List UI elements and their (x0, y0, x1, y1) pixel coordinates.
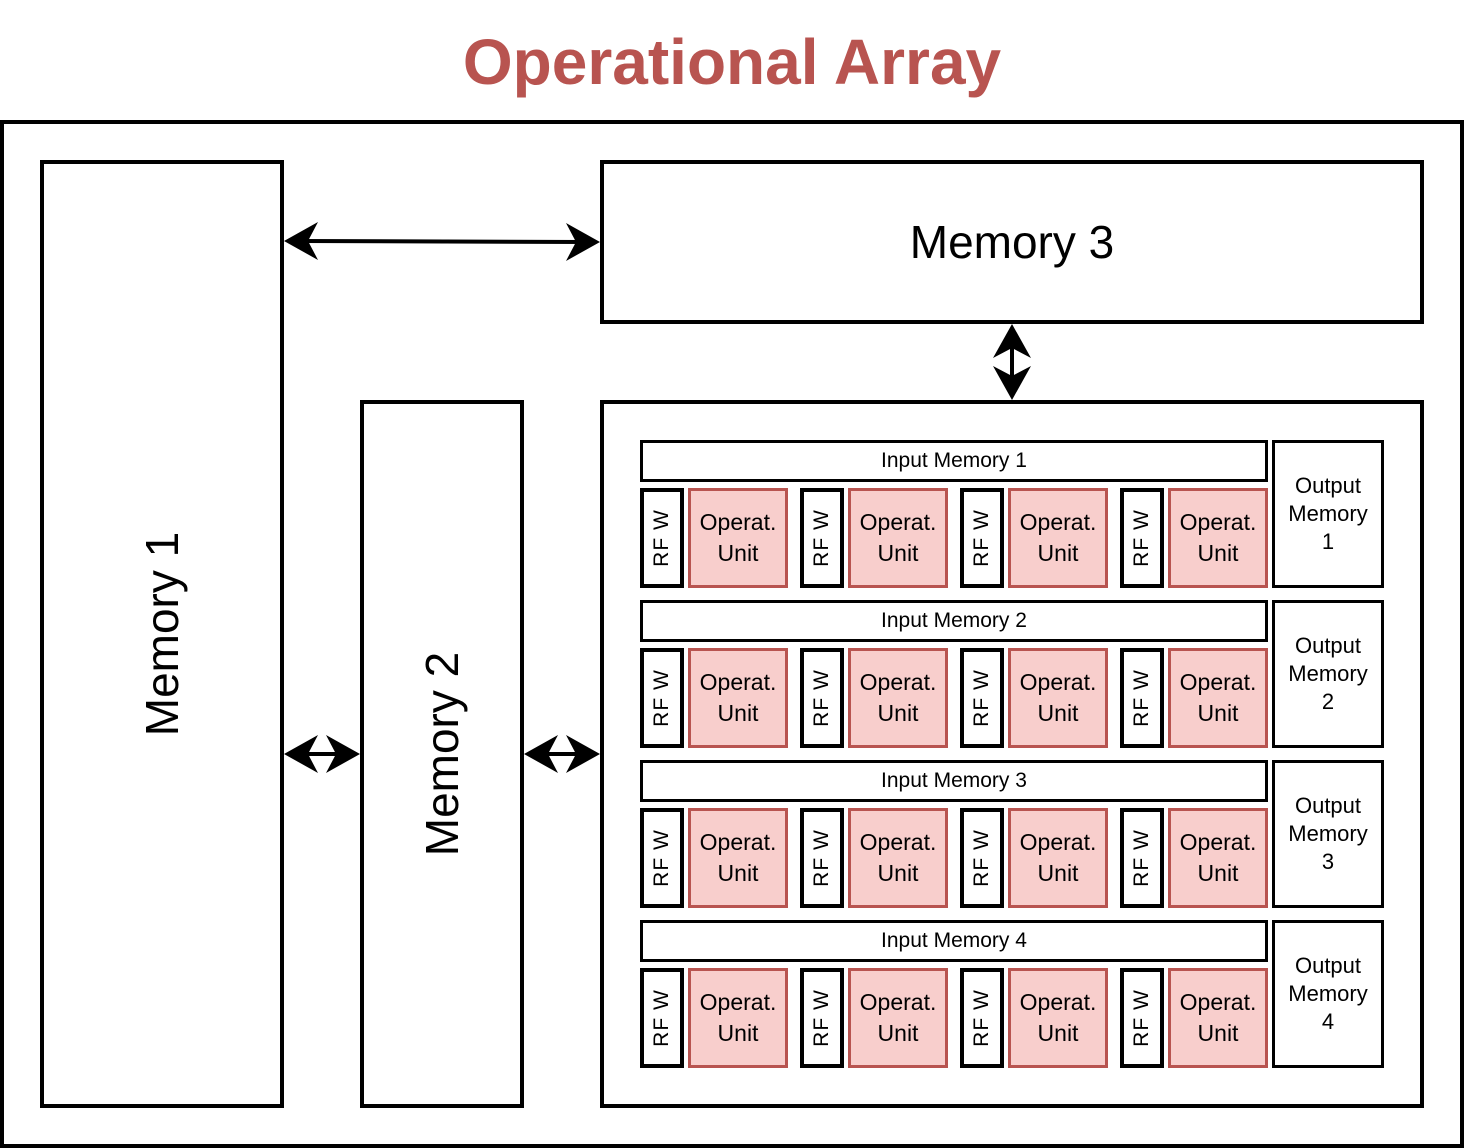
rf-w-register: RF W (800, 648, 844, 748)
operational-unit-label-line: Operat. (859, 989, 937, 1015)
operational-unit: Operat. Unit (848, 488, 948, 588)
operational-unit-label-line: Operat. (699, 989, 777, 1015)
rf-w-register: RF W (1120, 648, 1164, 748)
memory-2-block: Memory 2 (360, 400, 524, 1108)
output-memory-label-line: 4 (1321, 1009, 1335, 1034)
arrow-memory1-memory2 (284, 735, 360, 773)
operational-unit-label-line: Operat. (1179, 989, 1257, 1015)
diagram-title: Operational Array (462, 26, 1002, 98)
operational-unit-label-line: Unit (1197, 540, 1239, 566)
operational-unit-label-line: Unit (1197, 700, 1239, 726)
operational-unit-label-line: Unit (1197, 1020, 1239, 1046)
operational-unit-label-line: Operat. (1019, 669, 1097, 695)
operational-unit: Operat. Unit (1168, 488, 1268, 588)
operational-unit-label-line: Unit (1037, 860, 1079, 886)
rf-w-register: RF W (800, 808, 844, 908)
operational-unit-label-line: Unit (1037, 1020, 1079, 1046)
input-memory-1: Input Memory 1 (640, 440, 1268, 482)
operational-unit-label-line: Operat. (1019, 989, 1097, 1015)
operational-unit-label-line: Operat. (1019, 509, 1097, 535)
output-memory-label-line: Output (1294, 473, 1362, 498)
input-memory-label: Input Memory 1 (881, 449, 1027, 472)
rf-w-register: RF W (800, 968, 844, 1068)
rf-w-register: RF W (960, 968, 1004, 1068)
output-memory-label-line: 1 (1321, 529, 1335, 554)
rf-w-register: RF W (640, 808, 684, 908)
operational-unit-label-line: Operat. (1179, 829, 1257, 855)
memory-1-block: Memory 1 (40, 160, 284, 1108)
operational-unit-label-line: Unit (717, 700, 759, 726)
operational-unit-label-line: Unit (877, 860, 919, 886)
operational-unit: Operat. Unit (1008, 968, 1108, 1068)
input-memory-3: Input Memory 3 (640, 760, 1268, 802)
rf-w-register: RF W (640, 488, 684, 588)
arrow-memory2-array (524, 735, 600, 773)
operational-unit: Operat. Unit (688, 808, 788, 908)
operational-unit-label-line: Operat. (1179, 509, 1257, 535)
operational-unit: Operat. Unit (1168, 968, 1268, 1068)
rf-w-register: RF W (960, 648, 1004, 748)
operational-unit-label-line: Operat. (859, 829, 937, 855)
output-memory-label-line: Output (1294, 793, 1362, 818)
operational-unit-label-line: Operat. (699, 829, 777, 855)
rf-w-register: RF W (1120, 488, 1164, 588)
operational-unit-label-line: Unit (877, 540, 919, 566)
operational-unit-label-line: Operat. (699, 669, 777, 695)
operational-unit-label-line: Operat. (1179, 669, 1257, 695)
operational-unit-label-line: Operat. (1019, 829, 1097, 855)
operational-unit: Operat. Unit (688, 648, 788, 748)
rf-w-register: RF W (960, 808, 1004, 908)
rf-w-register: RF W (960, 488, 1004, 588)
operational-unit-label-line: Unit (1037, 540, 1079, 566)
operational-unit-label-line: Unit (717, 540, 759, 566)
rf-w-register: RF W (1120, 968, 1164, 1068)
rf-w-register: RF W (640, 648, 684, 748)
output-memory-label-line: Memory (1288, 821, 1368, 846)
input-memory-4: Input Memory 4 (640, 920, 1268, 962)
output-memory-label-line: Memory (1288, 661, 1368, 686)
operational-unit: Operat. Unit (1168, 648, 1268, 748)
rf-w-register: RF W (800, 488, 844, 588)
operational-unit-label-line: Unit (717, 860, 759, 886)
input-memory-2: Input Memory 2 (640, 600, 1268, 642)
operational-unit: Operat. Unit (848, 808, 948, 908)
operational-unit-label-line: Operat. (859, 509, 937, 535)
output-memory-label-line: Memory (1288, 501, 1368, 526)
rf-w-register: RF W (1120, 808, 1164, 908)
operational-unit-label-line: Unit (1197, 860, 1239, 886)
rf-w-register: RF W (640, 968, 684, 1068)
input-memory-label: Input Memory 2 (881, 609, 1027, 632)
input-memory-label: Input Memory 3 (881, 769, 1027, 792)
operational-unit-label-line: Unit (717, 1020, 759, 1046)
operational-unit-label-line: Unit (1037, 700, 1079, 726)
operational-unit: Operat. Unit (688, 968, 788, 1068)
operational-unit: Operat. Unit (1008, 648, 1108, 748)
memory-3-block: Memory 3 (600, 160, 1424, 324)
input-memory-label: Input Memory 4 (881, 929, 1027, 952)
operational-unit: Operat. Unit (688, 488, 788, 588)
output-memory-label-line: 3 (1321, 849, 1335, 874)
output-memory-label-line: 2 (1321, 689, 1335, 714)
output-memory-label-line: Memory (1288, 981, 1368, 1006)
operational-unit-label-line: Operat. (699, 509, 777, 535)
operational-unit-label-line: Unit (877, 700, 919, 726)
operational-unit: Operat. Unit (848, 648, 948, 748)
output-memory-label-line: Output (1294, 953, 1362, 978)
operational-unit: Operat. Unit (1008, 488, 1108, 588)
operational-unit-label-line: Operat. (859, 669, 937, 695)
output-memory-label-line: Output (1294, 633, 1362, 658)
memory-3-label: Memory 3 (909, 216, 1115, 268)
operational-unit: Operat. Unit (1008, 808, 1108, 908)
operational-unit: Operat. Unit (848, 968, 948, 1068)
operational-unit-label-line: Unit (877, 1020, 919, 1046)
arrow-memory3-array (993, 324, 1031, 400)
operational-unit: Operat. Unit (1168, 808, 1268, 908)
arrow-memory1-memory3 (284, 222, 600, 261)
